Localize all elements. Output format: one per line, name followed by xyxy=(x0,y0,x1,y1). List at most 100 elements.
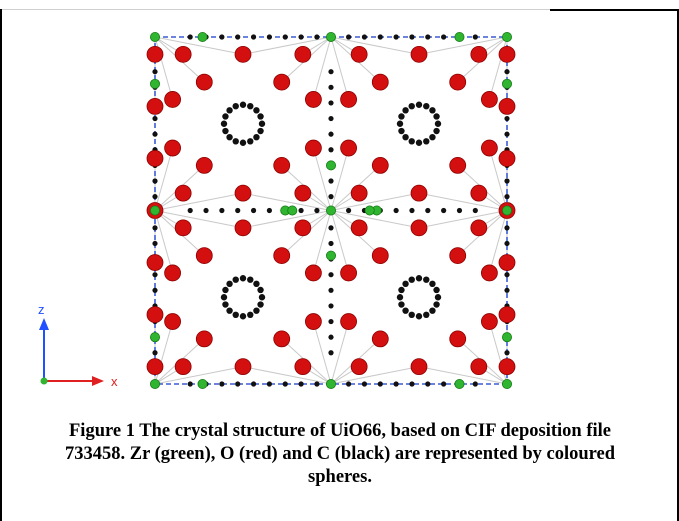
carbon-atom xyxy=(298,207,304,214)
carbon-atom xyxy=(235,207,241,214)
zirconium-atom xyxy=(149,78,160,89)
bond-line xyxy=(154,36,244,55)
oxygen-atom xyxy=(350,45,368,63)
oxygen-atom xyxy=(174,358,192,376)
carbon-atom xyxy=(266,381,272,387)
carbon-atom xyxy=(257,127,264,135)
carbon-atom xyxy=(425,381,431,387)
carbon-atom xyxy=(232,276,239,283)
carbon-atom xyxy=(247,138,254,145)
bond-line xyxy=(418,36,508,55)
carbon-atom xyxy=(314,207,320,214)
carbon-atom xyxy=(226,280,233,288)
carbon-atom xyxy=(361,381,368,387)
carbon-atom xyxy=(504,272,510,278)
bond-line xyxy=(488,210,508,274)
carbon-atom xyxy=(152,131,158,137)
oxygen-atom xyxy=(498,45,516,63)
carbon-atom xyxy=(328,131,334,137)
bond-line xyxy=(242,366,332,385)
carbon-atom xyxy=(258,120,266,127)
oxygen-atom xyxy=(273,330,291,348)
carbon-atom xyxy=(232,102,239,110)
carbon-atom xyxy=(298,34,304,40)
carbon-atom xyxy=(314,381,320,387)
oxygen-atom xyxy=(498,306,516,324)
carbon-atom xyxy=(219,34,225,40)
carbon-atom xyxy=(232,311,239,319)
carbon-atom xyxy=(203,207,209,214)
oxygen-atoms xyxy=(146,45,516,376)
carbon-atom xyxy=(219,207,225,214)
oxygen-atom xyxy=(340,139,358,157)
carbon-atom xyxy=(187,34,193,40)
carbon-atom xyxy=(247,276,254,283)
oxygen-atom xyxy=(294,184,312,202)
carbon-atom xyxy=(253,133,260,141)
carbon-atom xyxy=(152,272,158,278)
carbon-atom xyxy=(250,207,257,214)
bond-line xyxy=(242,192,332,211)
carbon-atom xyxy=(402,307,409,314)
oxygen-atom xyxy=(449,330,467,348)
oxygen-atom xyxy=(195,247,213,265)
carbon-atom xyxy=(434,294,442,301)
zirconium-atom xyxy=(325,32,336,43)
oxygen-atom xyxy=(164,313,182,330)
oxygen-atom xyxy=(195,330,213,348)
carbon-atom xyxy=(429,307,436,314)
oxygen-atom xyxy=(449,73,467,91)
carbon-atom xyxy=(472,381,478,387)
bond-line xyxy=(154,210,244,229)
carbon-atom xyxy=(393,381,399,387)
oxygen-atom xyxy=(174,45,192,63)
carbon-atom xyxy=(504,115,510,122)
zirconium-atom xyxy=(149,378,160,389)
bond-line xyxy=(242,36,332,55)
zirconium-atoms xyxy=(149,32,512,389)
z-axis-label: z xyxy=(38,302,45,317)
oxygen-atom xyxy=(470,358,488,376)
carbon-atom xyxy=(398,127,405,135)
carbon-atom xyxy=(346,381,352,387)
carbon-atom xyxy=(328,194,334,200)
carbon-atom xyxy=(222,127,229,135)
carbon-atom xyxy=(504,350,510,356)
carbon-atom xyxy=(239,139,247,146)
carbon-atom xyxy=(504,194,510,200)
oxygen-atom xyxy=(146,45,164,63)
oxygen-atom xyxy=(273,156,291,174)
carbon-atom xyxy=(433,113,440,120)
oxygen-atom xyxy=(195,73,213,91)
oxygen-atom xyxy=(146,150,164,167)
oxygen-atom xyxy=(273,247,291,265)
carbon-atom xyxy=(152,178,158,184)
oxygen-atom xyxy=(480,264,498,282)
bond-line xyxy=(312,210,332,274)
oxygen-atom xyxy=(480,91,498,108)
carbon-atom xyxy=(328,303,334,309)
oxygen-atom xyxy=(480,139,498,157)
zirconium-atom xyxy=(364,205,375,216)
zirconium-atom xyxy=(454,378,465,389)
carbon-atom xyxy=(408,102,415,110)
zirconium-atom xyxy=(501,78,512,89)
zirconium-atom xyxy=(197,378,208,389)
oxygen-atom xyxy=(498,150,516,167)
carbon-atom xyxy=(257,301,264,308)
zirconium-atom xyxy=(501,32,512,43)
bond-line xyxy=(154,192,244,211)
carbon-atom xyxy=(361,34,368,40)
zirconium-atom xyxy=(149,332,160,343)
carbon-atom xyxy=(425,34,431,40)
carbon-atom xyxy=(239,101,247,108)
bond-line xyxy=(242,210,332,229)
zirconium-atom xyxy=(149,32,160,43)
zirconium-atom xyxy=(501,378,512,389)
carbon-atom xyxy=(402,280,409,288)
oxygen-atom xyxy=(164,264,182,282)
oxygen-atom xyxy=(371,330,389,348)
carbon-atom xyxy=(235,381,241,387)
carbon-atom xyxy=(346,34,352,40)
carbon-atom xyxy=(220,120,228,127)
